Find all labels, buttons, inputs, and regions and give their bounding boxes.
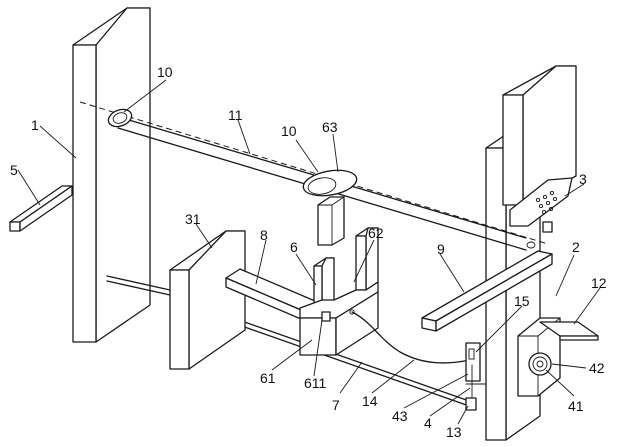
label-10-middle: 10	[281, 123, 297, 139]
label-12: 12	[591, 275, 607, 291]
sensor-assembly	[466, 343, 486, 410]
label-2: 2	[572, 239, 580, 255]
label-31: 31	[185, 211, 201, 227]
label-9: 9	[437, 241, 445, 257]
label-10-left: 10	[157, 64, 173, 80]
label-3: 3	[579, 171, 587, 187]
label-8: 8	[260, 227, 268, 243]
label-611: 611	[304, 375, 327, 391]
u-fixture-6	[300, 228, 378, 355]
label-61: 61	[260, 370, 276, 386]
label-4: 4	[424, 415, 432, 431]
label-1: 1	[31, 117, 39, 133]
label-62: 62	[368, 225, 384, 241]
label-63: 63	[322, 119, 338, 135]
label-13: 13	[446, 424, 462, 440]
label-5: 5	[10, 162, 18, 178]
label-42: 42	[589, 360, 605, 376]
label-41: 41	[568, 398, 584, 414]
block-31	[170, 231, 245, 369]
label-15: 15	[514, 293, 530, 309]
label-14: 14	[362, 393, 378, 409]
label-7: 7	[332, 397, 340, 413]
left-board	[73, 8, 150, 342]
motor-assembly	[518, 318, 598, 396]
label-6: 6	[290, 239, 298, 255]
label-11: 11	[228, 107, 243, 123]
shaft-5	[10, 186, 72, 231]
hanging-block-63	[318, 197, 344, 245]
label-43: 43	[392, 408, 408, 424]
